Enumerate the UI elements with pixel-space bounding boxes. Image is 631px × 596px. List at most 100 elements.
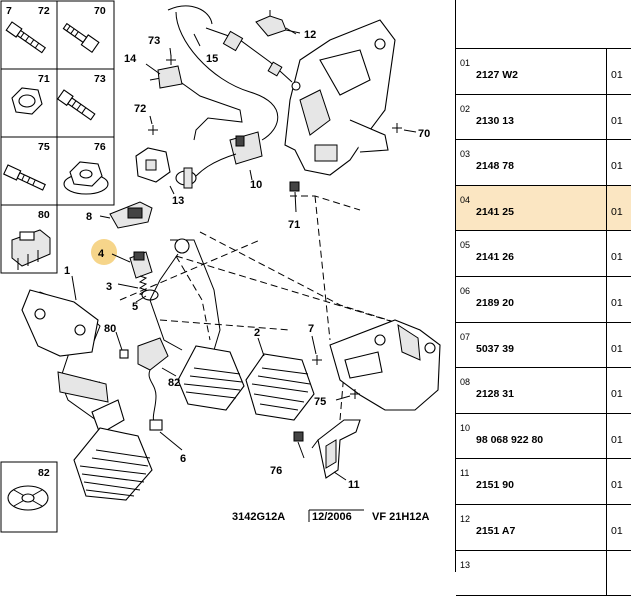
pedal-pad-2-icon <box>245 353 315 421</box>
row-number: 12 <box>460 513 471 524</box>
retainer-14-icon <box>149 65 243 141</box>
callout-14: 14 <box>124 53 137 65</box>
callout-12: 12 <box>304 29 316 41</box>
row-number: 08 <box>460 377 471 388</box>
row-number: 03 <box>460 149 471 160</box>
row-number: 06 <box>460 285 471 296</box>
callout-71: 71 <box>288 219 300 231</box>
part-reference: 2128 31 <box>476 388 514 401</box>
callout-13: 13 <box>172 195 184 207</box>
callout-3: 3 <box>106 281 112 293</box>
spring-3-icon <box>138 275 159 301</box>
callout-73: 73 <box>148 35 160 47</box>
legend-label-80: 80 <box>38 209 50 221</box>
table-row[interactable]: 03 2148 78 01 <box>456 140 631 186</box>
column-divider <box>606 276 607 322</box>
table-row[interactable]: 02 2130 13 01 <box>456 94 631 141</box>
column-divider <box>606 459 607 504</box>
row-number: 10 <box>460 422 471 433</box>
cross-icon-75 <box>350 389 360 399</box>
legend-label-70: 70 <box>94 5 106 17</box>
column-divider <box>606 231 607 276</box>
column-divider <box>606 550 607 596</box>
column-divider <box>606 504 607 550</box>
part-reference: 2148 78 <box>476 160 514 173</box>
part-quantity: 01 <box>611 433 623 446</box>
legend-label-72: 72 <box>38 5 50 17</box>
bracket-11-icon <box>311 419 361 479</box>
part-reference: 2141 25 <box>476 205 514 218</box>
callout-70: 70 <box>418 128 430 140</box>
part-quantity: 01 <box>611 342 623 355</box>
part-reference: 5037 39 <box>476 342 514 355</box>
column-divider <box>606 185 607 231</box>
part-reference: 2189 20 <box>476 296 514 309</box>
clip-82-icon <box>7 485 49 511</box>
callout-labels: 1 2 3 4 5 6 7 8 11 12 13 14 15 70 71 72 … <box>64 29 430 491</box>
column-divider <box>606 94 607 140</box>
callout-11: 11 <box>348 479 360 491</box>
diagram-footer: 3142G12A 12/2006 VF 21H12A <box>232 509 430 523</box>
column-divider <box>606 368 607 413</box>
bolt-75-icon <box>3 164 46 191</box>
callout-5: 5 <box>132 301 138 313</box>
legend-label-7: 7 <box>6 5 12 17</box>
part-reference: 2151 A7 <box>476 524 516 537</box>
callout-10: 10 <box>250 179 262 191</box>
part-quantity: 01 <box>611 388 623 401</box>
switch-13-icon <box>175 167 197 189</box>
switch-8-icon <box>109 201 153 229</box>
pedal-1-icon <box>21 289 153 501</box>
bolt-70-icon <box>62 22 100 53</box>
diagram-code: 3142G12A <box>232 511 285 523</box>
legend-label-76: 76 <box>94 141 106 153</box>
part-quantity: 01 <box>611 205 623 218</box>
pedal-pad-1-icon <box>73 427 153 501</box>
cable-assembly <box>167 5 301 189</box>
legend-label-82: 82 <box>38 467 50 479</box>
part-quantity: 01 <box>611 524 623 537</box>
part-reference: 2151 90 <box>476 479 514 492</box>
callout-8: 8 <box>86 211 92 223</box>
callout-82: 82 <box>168 377 180 389</box>
bolt-73-icon <box>56 89 96 121</box>
stop-switch-4-icon <box>129 251 153 279</box>
table-row[interactable]: 13 <box>456 550 631 596</box>
table-row[interactable]: 08 2128 31 01 <box>456 368 631 414</box>
table-row[interactable]: 06 2189 20 01 <box>456 276 631 323</box>
part-reference: 2130 13 <box>476 114 514 127</box>
part-quantity: 01 <box>611 296 623 309</box>
part-quantity: 01 <box>611 114 623 127</box>
row-number: 11 <box>460 468 470 479</box>
row-number: 01 <box>460 58 471 68</box>
fastener-legend: 7 72 70 71 73 75 76 80 <box>0 0 115 533</box>
callout-6: 6 <box>180 453 186 465</box>
table-row[interactable]: 12 2151 A7 01 <box>456 504 631 551</box>
square-icon-76 <box>293 431 304 442</box>
sensor-82-icon <box>119 337 169 431</box>
part-quantity: 01 <box>611 160 623 173</box>
callout-80: 80 <box>104 323 116 335</box>
cross-icon-70 <box>392 123 402 133</box>
lower-bracket <box>329 319 441 411</box>
callout-72: 72 <box>134 103 146 115</box>
column-divider <box>606 49 607 94</box>
sensor-10-icon <box>229 131 263 165</box>
callout-4: 4 <box>98 248 105 260</box>
part-reference: 2141 26 <box>476 251 514 264</box>
highlight-marker-4 <box>91 239 117 265</box>
nut-71-icon <box>11 87 43 115</box>
column-divider <box>606 322 607 368</box>
row-number: 02 <box>460 103 471 114</box>
part-quantity: 01 <box>611 251 623 264</box>
callout-7: 7 <box>308 323 314 335</box>
flange-nut-76-icon <box>63 161 109 195</box>
